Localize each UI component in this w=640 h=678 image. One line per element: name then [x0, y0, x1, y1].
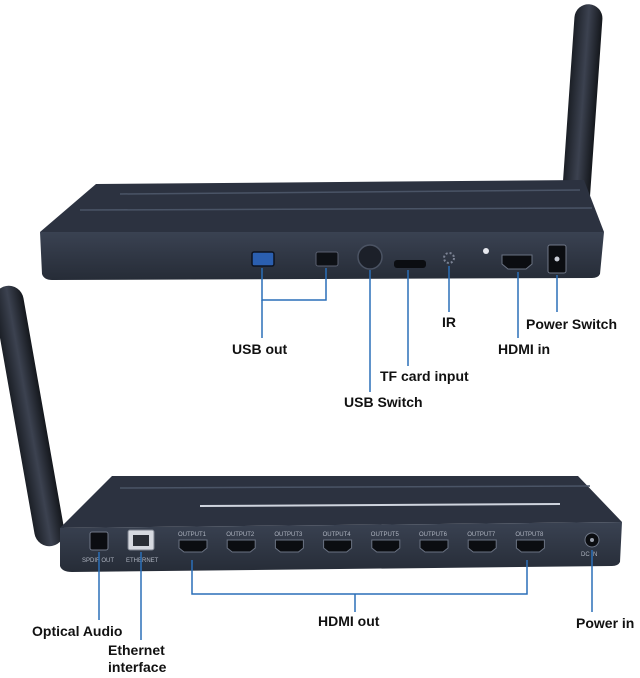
dc-silkscreen: DC IN [581, 552, 597, 558]
hdmi-out-silkscreen-5: OUTPUT5 [371, 532, 400, 538]
bottom-device: OUTPUT1 OUTPUT2 OUTPUT3 OUTPUT4 OUTPUT5 OUTPU… [0, 285, 622, 572]
label-power-in: Power in [576, 615, 635, 631]
usb-switch-button [357, 244, 383, 270]
usb-port-blue [251, 251, 275, 267]
hdmi-in-port [501, 254, 533, 270]
hdmi-out-port-3 [274, 539, 304, 553]
bottom-leader-lines [98, 550, 593, 640]
label-optical-audio: Optical Audio [32, 623, 123, 639]
hdmi-out-silkscreen-4: OUTPUT4 [323, 532, 352, 538]
label-hdmi-out: HDMI out [318, 613, 380, 629]
spdif-silkscreen: SPDIF OUT [82, 558, 114, 564]
label-tf-card-input: TF card input [380, 368, 469, 384]
hdmi-out-silkscreen-3: OUTPUT3 [274, 532, 303, 538]
hdmi-out-port-7 [467, 539, 497, 553]
label-power-switch: Power Switch [526, 316, 618, 332]
hdmi-out-silkscreen-2: OUTPUT2 [226, 532, 255, 538]
top-device [40, 4, 604, 280]
hdmi-out-port-2 [226, 539, 256, 553]
top-leader-lines [261, 266, 558, 392]
label-usb-switch: USB Switch [344, 394, 423, 410]
hdmi-out-silkscreen-6: OUTPUT6 [419, 532, 448, 538]
hdmi-out-port-8 [515, 539, 545, 553]
hdmi-out-port-5 [371, 539, 401, 553]
ir-sensor [443, 252, 455, 264]
bottom-antenna [0, 285, 65, 547]
hdmi-out-silkscreen-8: OUTPUT8 [515, 532, 544, 538]
label-ethernet-interface: Ethernet interface [108, 642, 167, 675]
hdmi-out-silkscreen-1: OUTPUT1 [178, 532, 207, 538]
tf-card-slot [394, 260, 426, 268]
top-antenna [561, 4, 603, 214]
hdmi-out-port-4 [323, 539, 353, 553]
usb-port-black [315, 251, 339, 267]
hdmi-out-port-6 [419, 539, 449, 553]
top-chassis-surface [40, 180, 604, 232]
hdmi-out-silkscreen-7: OUTPUT7 [467, 532, 496, 538]
label-ir: IR [442, 314, 456, 330]
status-led [483, 248, 489, 254]
ethernet-silkscreen: ETHERNET [126, 558, 159, 564]
hdmi-out-port-1 [178, 539, 208, 553]
hdmi-out-ports: OUTPUT1 OUTPUT2 OUTPUT3 OUTPUT4 OUTPUT5 OUTPU… [178, 532, 545, 553]
label-usb-out: USB out [232, 341, 288, 357]
optical-port [89, 531, 109, 551]
bottom-chassis-surface [60, 476, 622, 528]
label-hdmi-in: HDMI in [498, 341, 551, 357]
